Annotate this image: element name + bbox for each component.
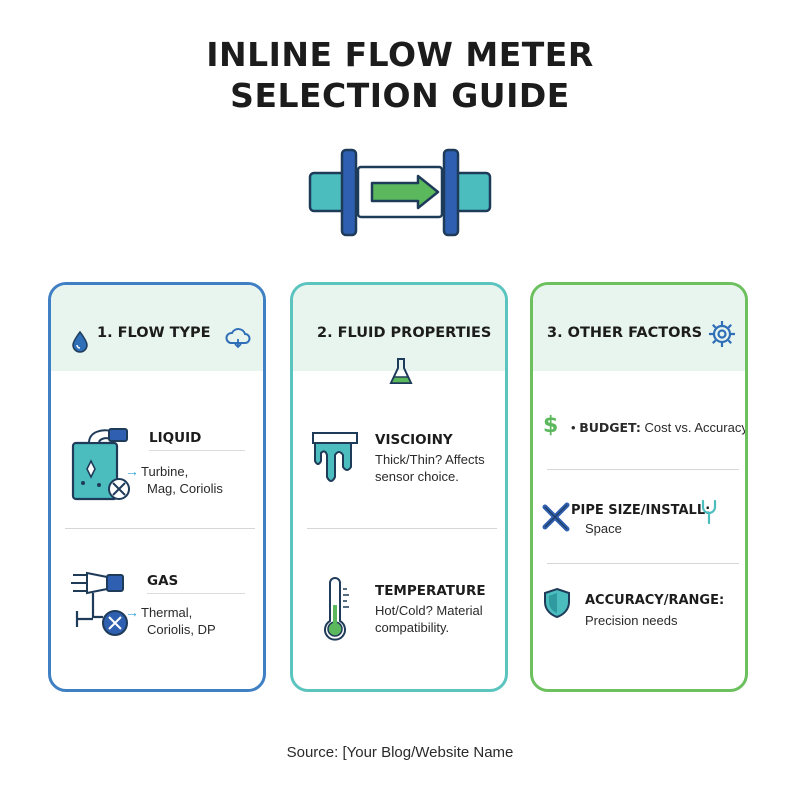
pipe-flow-icon <box>308 148 492 237</box>
arrow-right-icon: → <box>125 604 139 620</box>
item-label: ACCURACY/RANGE: <box>585 593 725 608</box>
tools-icon <box>542 502 570 532</box>
item-label: PIPE SIZE/INSTALL: <box>571 503 711 518</box>
thermometer-icon <box>324 577 349 641</box>
gas-pipe-icon <box>71 571 128 636</box>
divider <box>65 528 255 529</box>
divider <box>149 450 245 451</box>
item-description: Space <box>585 521 622 536</box>
item-options: →Turbine, Mag, Coriolis <box>125 463 223 496</box>
item-label: TEMPERATURE <box>375 583 486 599</box>
card-fluid-properties: 2. FLUID PROPERTIES VISCIOINY Thick/Thin… <box>290 282 508 692</box>
liquid-tank-icon <box>71 428 130 501</box>
arrow-right-icon: → <box>125 463 139 479</box>
card-flow-type: 1. FLOW TYPE LIQUID →Turbine, Mag, Corio… <box>48 282 266 692</box>
card-header: 2. FLUID PROPERTIES <box>293 285 505 384</box>
item-description: Thick/Thin? Affects sensor choice. <box>375 452 485 484</box>
viscous-fluid-icon <box>312 432 358 482</box>
card-header: 3. OTHER FACTORS <box>533 285 745 371</box>
wrench-icon <box>701 499 717 525</box>
card-other-factors: 3. OTHER FACTORS $ • BUDGET: Cost vs. Ac… <box>530 282 748 692</box>
title-line-2: SELECTION GUIDE <box>230 76 570 115</box>
source-caption: Source: [Your Blog/Website Name <box>286 744 514 761</box>
page-title: INLINE FLOW METER SELECTION GUIDE <box>0 34 800 116</box>
card-header: 1. FLOW TYPE <box>51 285 263 371</box>
card-heading: 1. FLOW TYPE <box>97 325 211 341</box>
item-label: VISCIOINY <box>375 432 453 448</box>
gear-icon <box>709 321 735 347</box>
dollar-icon: $ <box>543 413 559 438</box>
item-description: Precision needs <box>585 613 678 628</box>
budget-item: • BUDGET: Cost vs. Accuracy <box>571 420 748 435</box>
shield-icon <box>544 587 570 619</box>
item-label: LIQUID <box>149 430 202 446</box>
divider <box>547 469 739 470</box>
water-drop-icon <box>72 331 88 353</box>
divider <box>307 528 497 529</box>
card-heading: 2. FLUID PROPERTIES <box>317 325 492 341</box>
card-heading: 3. OTHER FACTORS <box>547 325 703 341</box>
title-line-1: INLINE FLOW METER <box>206 35 594 74</box>
divider <box>147 593 245 594</box>
item-description: Hot/Cold? Material compatibility. <box>375 603 483 635</box>
cloud-icon <box>225 328 251 349</box>
item-options: →Thermal, Coriolis, DP <box>125 604 216 637</box>
item-label: GAS <box>147 573 179 589</box>
flask-icon <box>389 358 413 384</box>
divider <box>547 563 739 564</box>
